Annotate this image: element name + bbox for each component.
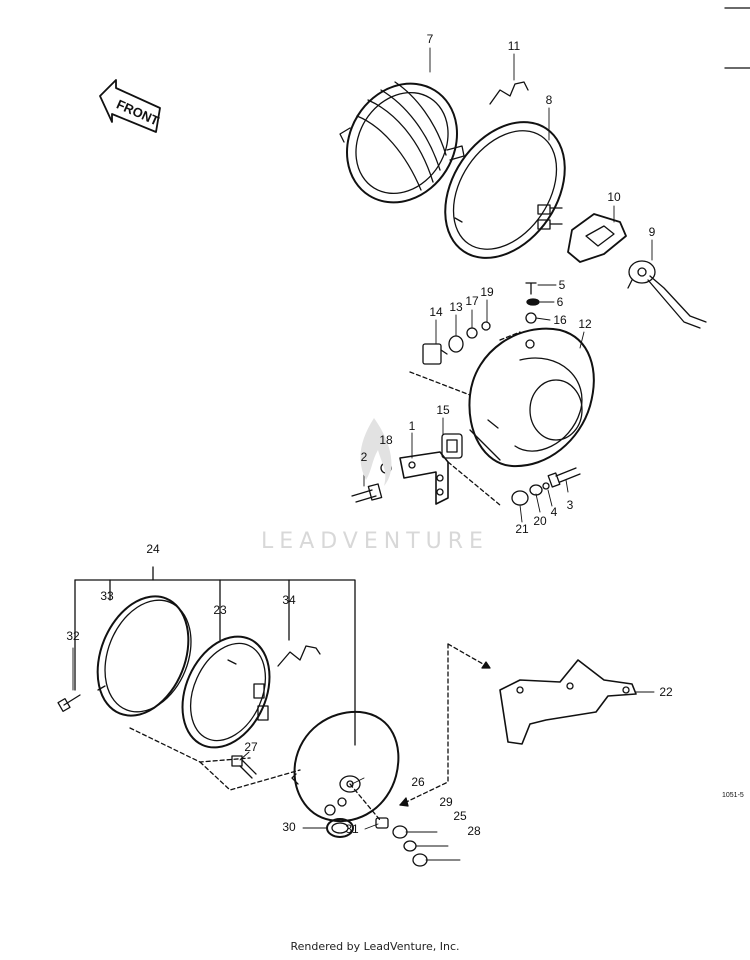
callout-numbers: 1 2 3 4 5 6 7 8 9 10 11 12 13 14 15 16 1… xyxy=(66,32,673,838)
callout-1: 1 xyxy=(409,419,416,433)
callout-15: 15 xyxy=(436,403,450,417)
headlight-bracket xyxy=(399,451,449,505)
spring-clip xyxy=(489,81,529,105)
assembly-leader-lower xyxy=(129,643,491,821)
socket-cover xyxy=(567,213,627,263)
callout-29: 29 xyxy=(439,795,453,809)
footer-credit: Rendered by LeadVenture, Inc. xyxy=(290,940,460,953)
lamp-unit xyxy=(181,635,271,749)
callout-leaders xyxy=(72,47,655,861)
callout-24: 24 xyxy=(146,542,160,556)
callout-19: 19 xyxy=(480,285,494,299)
callout-13: 13 xyxy=(449,300,463,314)
diagram-code: 1051-5 xyxy=(722,792,744,799)
callout-18: 18 xyxy=(379,433,393,447)
callout-11: 11 xyxy=(508,39,521,53)
adjust-screw xyxy=(231,755,257,779)
screw-washer-stack xyxy=(525,282,540,324)
callout-14: 14 xyxy=(429,305,443,319)
watermark-text: LEADVENTURE xyxy=(261,529,489,554)
kit-grouping-line xyxy=(74,566,356,746)
callout-21: 21 xyxy=(515,522,529,536)
mounting-bracket xyxy=(499,659,637,745)
callout-33: 33 xyxy=(100,589,114,603)
callout-22: 22 xyxy=(659,685,673,699)
wire-clip xyxy=(277,645,321,667)
callout-17: 17 xyxy=(465,294,479,308)
callout-27: 27 xyxy=(244,740,258,754)
lower-hardware xyxy=(375,817,428,867)
callout-6: 6 xyxy=(557,295,564,309)
watermark-flame-icon xyxy=(360,418,392,486)
callout-5: 5 xyxy=(559,278,566,292)
callout-28: 28 xyxy=(467,824,481,838)
callout-25: 25 xyxy=(453,809,467,823)
callout-20: 20 xyxy=(533,514,547,528)
headlight-rim xyxy=(96,595,192,717)
callout-9: 9 xyxy=(649,225,656,239)
callout-2: 2 xyxy=(361,450,368,464)
leader-arrowheads xyxy=(399,661,491,807)
page-corner-marker xyxy=(724,7,750,69)
callout-31: 31 xyxy=(345,822,359,836)
bulb-socket xyxy=(627,260,707,329)
callout-32: 32 xyxy=(66,629,80,643)
callout-3: 3 xyxy=(567,498,574,512)
callout-7: 7 xyxy=(427,32,434,46)
callout-30: 30 xyxy=(282,820,296,834)
headlight-housing xyxy=(468,327,595,468)
callout-8: 8 xyxy=(546,93,553,107)
headlight-rim-guard xyxy=(339,81,465,204)
adjuster-parts xyxy=(422,321,491,365)
callout-16: 16 xyxy=(553,313,567,327)
callout-12: 12 xyxy=(578,317,592,331)
sealed-beam-unit xyxy=(444,121,566,259)
rim-screw xyxy=(57,694,81,712)
callout-34: 34 xyxy=(282,593,296,607)
assembly-leader-upper xyxy=(409,331,521,506)
front-arrow-icon xyxy=(99,79,161,133)
grommet xyxy=(441,433,463,459)
callout-26: 26 xyxy=(411,775,425,789)
headlight-case xyxy=(291,710,400,823)
callout-23: 23 xyxy=(213,603,227,617)
callout-4: 4 xyxy=(551,505,558,519)
callout-10: 10 xyxy=(607,190,621,204)
